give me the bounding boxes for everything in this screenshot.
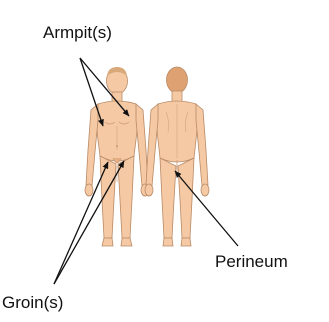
back-right-arm: [196, 104, 208, 186]
armpit-label: Armpit(s): [43, 24, 112, 41]
back-right-leg: [178, 158, 194, 238]
back-head: [167, 67, 188, 93]
back-left-foot: [163, 238, 173, 246]
groin-label: Groin(s): [2, 294, 63, 311]
front-left-leg: [100, 156, 116, 238]
perineum-label: Perineum: [215, 253, 288, 270]
groin-arrow-left: [54, 162, 108, 284]
front-body-figure: [85, 67, 149, 246]
back-body-figure: [145, 67, 209, 246]
back-left-hand: [145, 184, 153, 196]
back-right-hand: [201, 184, 209, 196]
front-right-arm: [136, 104, 148, 186]
front-left-foot: [102, 238, 113, 246]
back-left-leg: [160, 158, 176, 238]
front-left-hand: [85, 184, 93, 196]
front-right-foot: [121, 238, 132, 246]
back-neck: [172, 91, 182, 102]
back-left-arm: [146, 104, 158, 186]
back-right-foot: [181, 238, 191, 246]
front-left-arm: [86, 104, 98, 186]
